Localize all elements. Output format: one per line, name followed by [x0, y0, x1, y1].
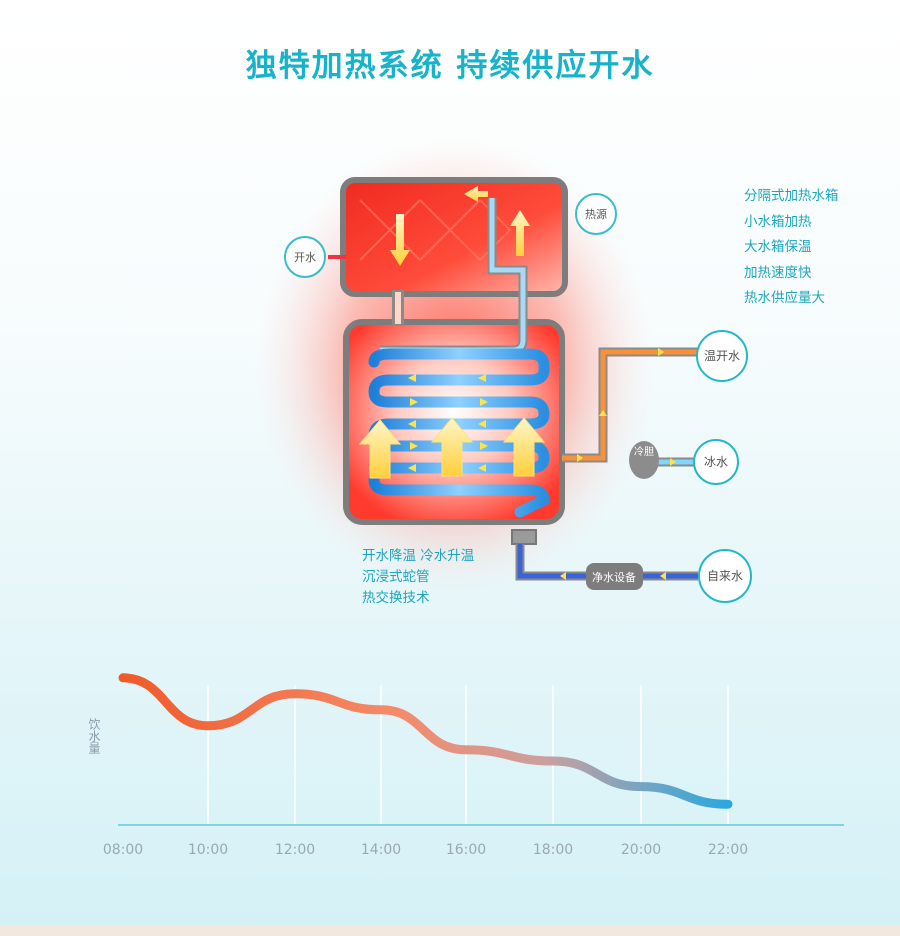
heat-source-badge: 热源 [575, 193, 617, 235]
purifier-label: 净水设备 [592, 570, 636, 584]
water-consumption-chart: 饮水量 08:00 10:00 12:00 14:00 16:00 18:00 20:00 2… [87, 673, 844, 858]
tap-water-badge: 自来水 [698, 549, 752, 603]
small-heating-tank [340, 177, 568, 297]
coil-caption-line: 沉浸式蛇管 [362, 569, 430, 585]
feature-item: 大水箱保温 [744, 239, 812, 255]
consumption-line [118, 673, 733, 809]
x-tick-label: 22:00 [708, 842, 748, 858]
boiling-water-label: 开水 [294, 251, 316, 264]
x-tick-label: 16:00 [446, 842, 486, 858]
top-tank-flow-arrows [390, 186, 530, 266]
feature-item: 小水箱加热 [744, 213, 812, 230]
cold-tank-label: 冷胆 [634, 445, 654, 458]
rising-heat-arrows [358, 417, 546, 479]
coil-caption-line: 开水降温 冷水升温 [362, 548, 475, 564]
coil-caption: 开水降温 冷水升温 沉浸式蛇管 热交换技术 [362, 546, 474, 609]
feature-list: 分隔式加热水箱 小水箱加热 大水箱保温 加热速度快 热水供应量大 [744, 184, 839, 312]
warm-water-label: 温开水 [704, 349, 740, 363]
y-axis-label: 饮水量 [87, 718, 101, 754]
x-tick-label: 14:00 [361, 842, 401, 858]
page-title: 独特加热系统 持续供应开水 [245, 48, 655, 84]
heating-system-diagram: 冷胆 净水设备 开水 热源 温开水 冰水 自来水 [255, 135, 752, 603]
x-tick-label: 18:00 [533, 842, 573, 858]
bottom-strip [0, 926, 900, 936]
heat-source-label: 热源 [585, 207, 607, 221]
cold-tank [629, 441, 659, 479]
ice-water-badge: 冰水 [693, 439, 739, 485]
boiling-water-badge: 开水 [284, 236, 326, 278]
feature-item: 热水供应量大 [744, 290, 825, 306]
feature-item: 加热速度快 [744, 264, 812, 281]
x-tick-label: 20:00 [621, 842, 661, 858]
purifier-box [586, 563, 643, 590]
tap-water-label: 自来水 [707, 569, 743, 583]
x-tick-label: 08:00 [103, 842, 143, 858]
drain-valve [511, 529, 537, 545]
feature-item: 分隔式加热水箱 [744, 188, 839, 204]
coil-caption-line: 热交换技术 [362, 590, 430, 606]
ice-water-label: 冰水 [704, 455, 728, 469]
warm-water-badge: 温开水 [696, 330, 748, 382]
x-tick-label: 10:00 [188, 842, 228, 858]
x-tick-label: 12:00 [275, 842, 315, 858]
